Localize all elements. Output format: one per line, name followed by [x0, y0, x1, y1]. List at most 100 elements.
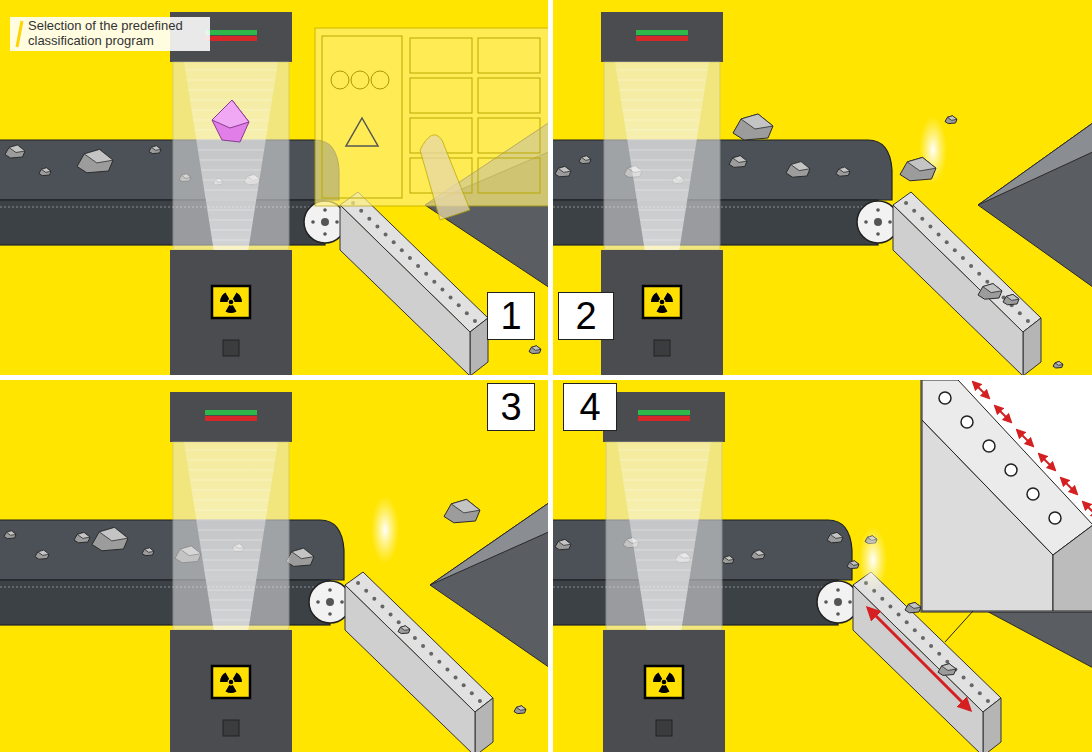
air-nozzle — [937, 652, 941, 656]
rock-facet — [41, 168, 51, 173]
air-nozzle — [375, 225, 379, 229]
beam-line — [200, 160, 263, 161]
air-nozzle — [445, 668, 449, 672]
air-nozzle — [905, 620, 909, 624]
splitter-blade — [978, 120, 1092, 290]
status-bar-red — [205, 36, 257, 41]
beam-line — [212, 240, 249, 241]
screen-dial — [371, 71, 389, 89]
roller-bolt — [876, 232, 880, 236]
beam-line — [204, 570, 257, 571]
rock — [529, 346, 541, 354]
rock — [74, 532, 90, 542]
air-nozzle — [945, 660, 949, 664]
scanner-housing — [603, 392, 725, 442]
beam-line — [204, 190, 257, 191]
rock-body — [142, 548, 154, 556]
rock — [555, 166, 571, 176]
panel-number: 4 — [579, 386, 600, 429]
air-nozzle — [454, 675, 458, 679]
rock-body — [4, 531, 16, 539]
nozzle-detail — [1049, 512, 1061, 524]
panel — [0, 380, 548, 752]
splitter-edge — [978, 120, 1092, 205]
detected-crystal — [212, 100, 249, 142]
roller-bolt — [864, 220, 868, 224]
air-nozzle — [449, 295, 453, 299]
nozzle-bar-side — [345, 585, 475, 752]
beam-line — [637, 570, 690, 571]
nozzle-detail — [961, 416, 973, 428]
air-nozzle — [465, 311, 469, 315]
rock — [1053, 362, 1063, 369]
rock-body — [529, 346, 541, 354]
panel-number-box: 4 — [563, 383, 617, 431]
beam-line — [644, 610, 684, 611]
rock-facet — [151, 146, 161, 151]
screen-button — [478, 118, 540, 153]
caption-box: Selection of the predefined classificati… — [10, 17, 210, 51]
roller-bolt — [340, 600, 344, 604]
motion-arrow — [1083, 502, 1092, 518]
rock-facet — [733, 156, 747, 163]
air-nozzle — [970, 683, 974, 687]
rock-facet — [292, 548, 314, 559]
beam-line — [642, 600, 685, 601]
rock-facet — [400, 626, 410, 631]
rock — [555, 539, 571, 549]
rock-facet — [830, 532, 843, 538]
air-nozzle — [1018, 311, 1022, 315]
nozzle-detail — [1005, 464, 1017, 476]
radiation-core — [662, 680, 667, 685]
rock — [729, 156, 747, 168]
beam-line — [192, 490, 271, 491]
roller-bolt — [311, 220, 315, 224]
beam-line — [185, 450, 276, 451]
panel — [553, 0, 1092, 375]
air-nozzle — [462, 683, 466, 687]
rock-body — [579, 156, 591, 164]
rock-body — [751, 550, 765, 559]
rock — [938, 664, 956, 676]
air-nozzle — [457, 303, 461, 307]
air-nozzle — [1026, 319, 1030, 323]
bar-detail-end — [1053, 525, 1092, 611]
radiation-sign — [643, 286, 681, 318]
motion-arrow — [1061, 478, 1077, 494]
roller-bolt — [836, 588, 840, 592]
panel-number: 1 — [500, 295, 521, 338]
rock-body — [39, 168, 51, 176]
beam-line — [203, 180, 259, 181]
beam-line — [185, 70, 276, 71]
air-nozzle — [945, 240, 949, 244]
roller-bolt — [335, 220, 339, 224]
splitter-blade — [430, 500, 548, 670]
beam-line — [640, 220, 683, 221]
beam-line — [626, 500, 701, 501]
air-nozzle — [392, 240, 396, 244]
beam-line — [639, 580, 689, 581]
beam-line — [642, 230, 682, 231]
screen-button — [410, 78, 472, 113]
rock-body — [836, 167, 850, 176]
air-nozzle — [432, 280, 436, 284]
radiation-blade — [233, 292, 242, 302]
air-nozzle — [400, 248, 404, 252]
air-jet — [371, 496, 399, 564]
air-nozzle — [380, 605, 384, 609]
rock-facet — [531, 346, 541, 351]
beam-line — [637, 200, 687, 201]
beam-line — [208, 210, 255, 211]
rock-body — [905, 602, 921, 612]
radiation-core — [660, 300, 665, 305]
rock-body — [74, 532, 90, 542]
roller-bolt — [316, 600, 320, 604]
beam-line — [193, 500, 268, 501]
rock — [900, 157, 936, 180]
air-nozzle — [359, 209, 363, 213]
air-nozzle — [912, 209, 916, 213]
rock-body — [945, 116, 957, 124]
nozzle-bar-side — [893, 205, 1023, 375]
screen-button — [478, 158, 540, 193]
nozzle-detail — [939, 392, 951, 404]
